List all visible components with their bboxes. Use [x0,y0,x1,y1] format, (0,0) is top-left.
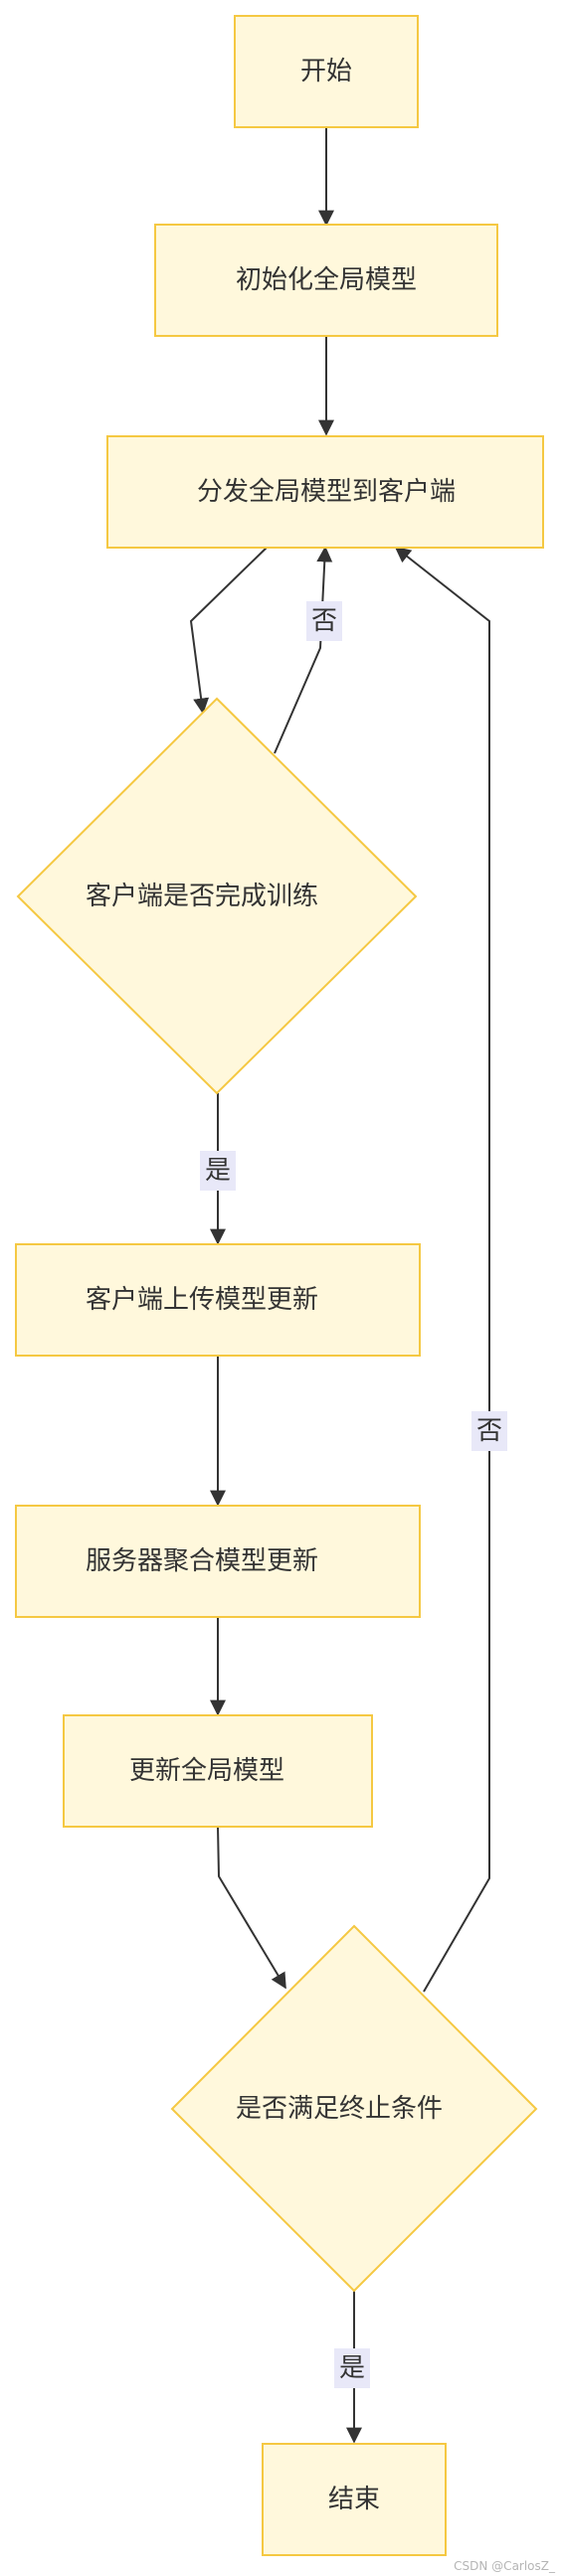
svg-text:客户端上传模型更新: 客户端上传模型更新 [86,1285,318,1315]
svg-text:更新全局模型: 更新全局模型 [129,1756,284,1786]
edge-label-no-2: 否 [471,1411,507,1451]
edge-label-no-1: 否 [306,601,342,641]
svg-text:结束: 结束 [328,2485,380,2514]
edge-label-yes-2: 是 [334,2348,370,2388]
node-end[interactable]: 结束 [262,2443,447,2556]
svg-text:初始化全局模型: 初始化全局模型 [236,265,417,295]
edge-client-done-no-back [274,546,333,754]
svg-text:否: 否 [311,606,337,636]
node-start[interactable]: 开始 [234,15,419,128]
node-init[interactable]: 初始化全局模型 [154,224,498,337]
node-upload[interactable]: 客户端上传模型更新 [15,1243,421,1357]
node-distribute[interactable]: 分发全局模型到客户端 [106,435,544,549]
node-client-done[interactable]: 客户端是否完成训练 [16,697,418,1095]
edge-update-stop-cond [217,1826,286,1990]
svg-text:是: 是 [205,1156,231,1186]
watermark: CSDN @CarlosZ_ [454,2559,556,2573]
svg-text:是: 是 [339,2353,365,2383]
node-stop-cond[interactable]: 是否满足终止条件 [170,1924,538,2293]
svg-text:开始: 开始 [300,57,352,86]
edge-stop-cond-no-back [394,547,490,1993]
svg-text:否: 否 [476,1416,502,1446]
svg-text:分发全局模型到客户端: 分发全局模型到客户端 [197,477,456,507]
svg-text:是否满足终止条件: 是否满足终止条件 [236,2094,443,2124]
node-aggregate[interactable]: 服务器聚合模型更新 [15,1505,421,1618]
edge-distribute-client-done [189,547,268,715]
node-update[interactable]: 更新全局模型 [63,1714,373,1828]
svg-text:客户端是否完成训练: 客户端是否完成训练 [86,882,318,911]
edge-label-yes-1: 是 [200,1151,236,1191]
svg-text:服务器聚合模型更新: 服务器聚合模型更新 [86,1546,318,1576]
